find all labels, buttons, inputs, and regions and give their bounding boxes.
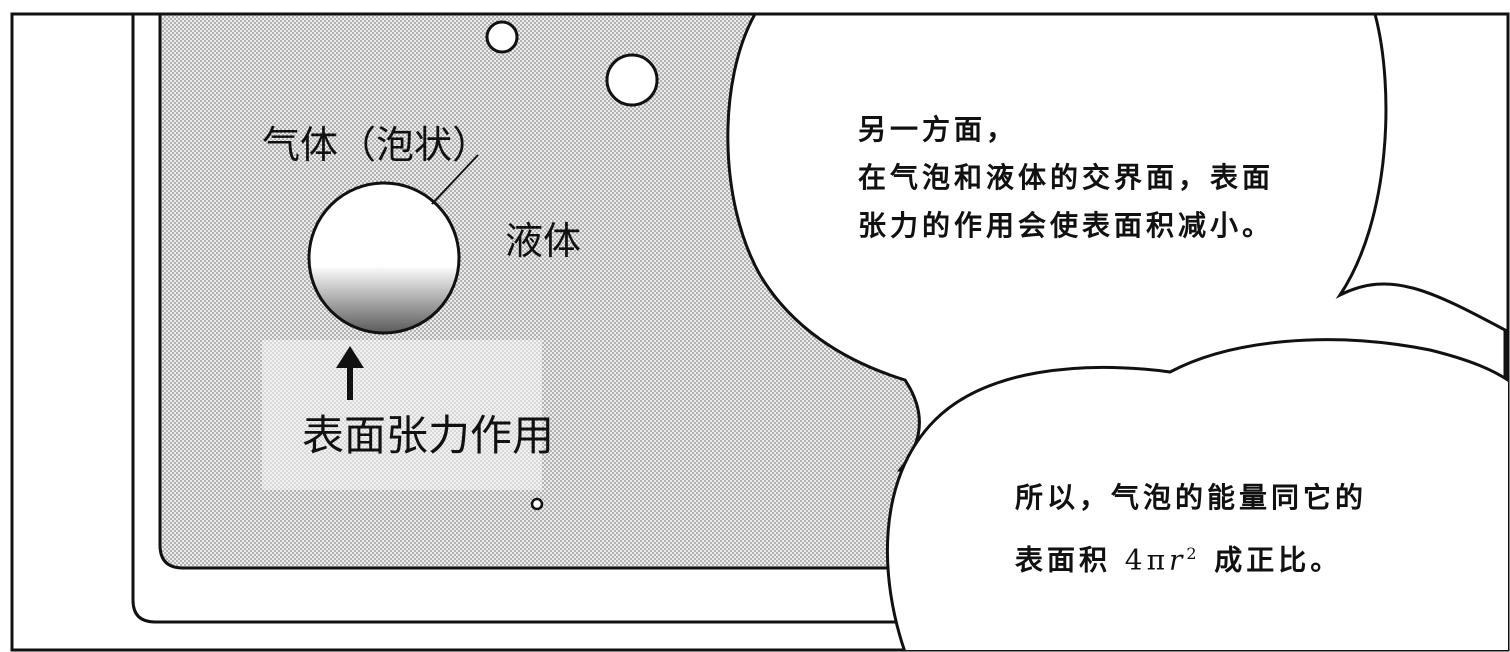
speech-text-top: 另一方面， 在气泡和液体的交界面，表面 张力的作用会使表面积减小。 <box>858 106 1274 250</box>
speech-line: 所以，气泡的能量同它的 <box>1015 481 1368 514</box>
small-bubble-top <box>485 20 519 54</box>
gas-bubble <box>307 181 461 335</box>
formula-coefficient: 4π <box>1124 543 1169 577</box>
leader-line <box>431 154 479 205</box>
liquid-label: 液体 <box>505 219 582 263</box>
arrow-up-icon <box>336 346 364 400</box>
speech-line: 另一方面， <box>858 113 1019 146</box>
speech-fragment: 表面积 <box>1015 543 1125 577</box>
tiny-bubble <box>530 497 544 511</box>
container-outline <box>131 14 1100 624</box>
speech-text-bottom: 所以，气泡的能量同它的 表面积 4πr2 成正比。 <box>1015 470 1367 588</box>
formula-exponent: 2 <box>1186 544 1201 563</box>
speech-line: 张力的作用会使表面积减小。 <box>858 209 1275 242</box>
speech-fragment: 成正比。 <box>1200 543 1343 577</box>
speech-line: 在气泡和液体的交界面，表面 <box>858 161 1275 194</box>
formula-variable: r <box>1168 543 1187 577</box>
gas-label: 气体（泡状） <box>262 123 491 167</box>
small-bubble-right <box>605 53 659 107</box>
text-highlight-area <box>262 340 542 490</box>
speech-bubble-bottom <box>885 338 1508 650</box>
surface-tension-label: 表面张力作用 <box>302 411 555 460</box>
speech-line-formula: 表面积 4πr2 成正比。 <box>1015 526 1367 588</box>
